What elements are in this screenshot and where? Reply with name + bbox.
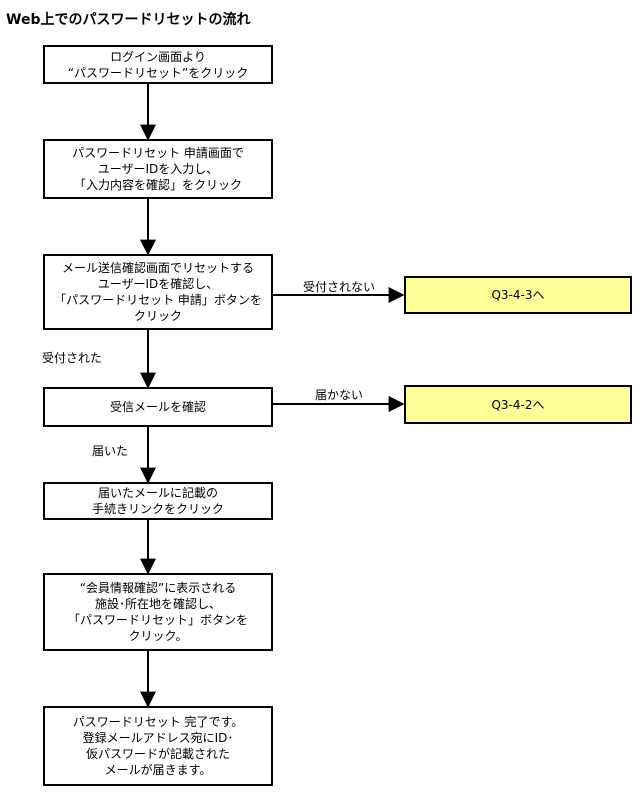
q3-4-3-label: Q3-4-3へ bbox=[491, 288, 545, 302]
label-accepted: 受付された bbox=[42, 351, 103, 365]
step-line: ユーザーIDを確認し、 bbox=[97, 277, 219, 291]
step-line: 「入力内容を確認」をクリック bbox=[73, 178, 242, 192]
step-line: 手続きリンクをクリック bbox=[91, 502, 224, 516]
step-line: 施設･所在地を確認し、 bbox=[94, 597, 221, 611]
step-line: パスワードリセット 申請画面で bbox=[72, 146, 244, 160]
q3-4-2-box: Q3-4-2へ bbox=[404, 385, 632, 424]
step-line: クリック bbox=[133, 309, 182, 323]
step-line: ログイン画面より bbox=[110, 49, 206, 64]
step-login-click-reset: ログイン画面より “パスワードリセット”をクリック bbox=[43, 45, 273, 84]
step-check-received-mail: 受信メールを確認 bbox=[43, 387, 273, 427]
step-line: 受信メールを確認 bbox=[109, 400, 206, 414]
q3-4-3-box: Q3-4-3へ bbox=[404, 276, 632, 314]
step-line: 「パスワードリセット」ボタンを bbox=[67, 613, 248, 627]
step-line: 登録メールアドレス宛にID･ bbox=[82, 731, 234, 745]
label-not-received: 届かない bbox=[315, 388, 364, 402]
step-line: クリック。 bbox=[128, 629, 188, 643]
step-line: 仮パスワードが記載された bbox=[85, 747, 230, 761]
label-received: 届いた bbox=[92, 444, 129, 458]
step-line: パスワードリセット 完了です。 bbox=[72, 715, 244, 729]
step-click-procedure-link: 届いたメールに記載の 手続きリンクをクリック bbox=[43, 482, 273, 520]
step-confirm-member-info: “会員情報確認”に表示される 施設･所在地を確認し、 「パスワードリセット」ボタ… bbox=[43, 573, 273, 651]
step-line: 届いたメールに記載の bbox=[97, 486, 218, 500]
page-title: Web上でのパスワードリセットの流れ bbox=[6, 12, 251, 28]
step-line: “パスワードリセット”をクリック bbox=[67, 65, 249, 80]
step-line: メール送信確認画面でリセットする bbox=[61, 261, 254, 275]
label-not-accepted: 受付されない bbox=[303, 280, 376, 294]
step-line: メールが届きます。 bbox=[104, 763, 212, 777]
step-line: ユーザーIDを入力し、 bbox=[97, 162, 219, 176]
step-confirm-mail-send: メール送信確認画面でリセットする ユーザーIDを確認し、 「パスワードリセット … bbox=[43, 254, 273, 330]
step-line: 「パスワードリセット 申請」ボタンを bbox=[54, 293, 262, 307]
q3-4-2-label: Q3-4-2へ bbox=[491, 397, 545, 412]
step-reset-complete: パスワードリセット 完了です。 登録メールアドレス宛にID･ 仮パスワードが記載… bbox=[43, 706, 273, 786]
step-enter-user-id: パスワードリセット 申請画面で ユーザーIDを入力し、 「入力内容を確認」をクリ… bbox=[43, 139, 273, 199]
step-line: “会員情報確認”に表示される bbox=[79, 581, 237, 595]
